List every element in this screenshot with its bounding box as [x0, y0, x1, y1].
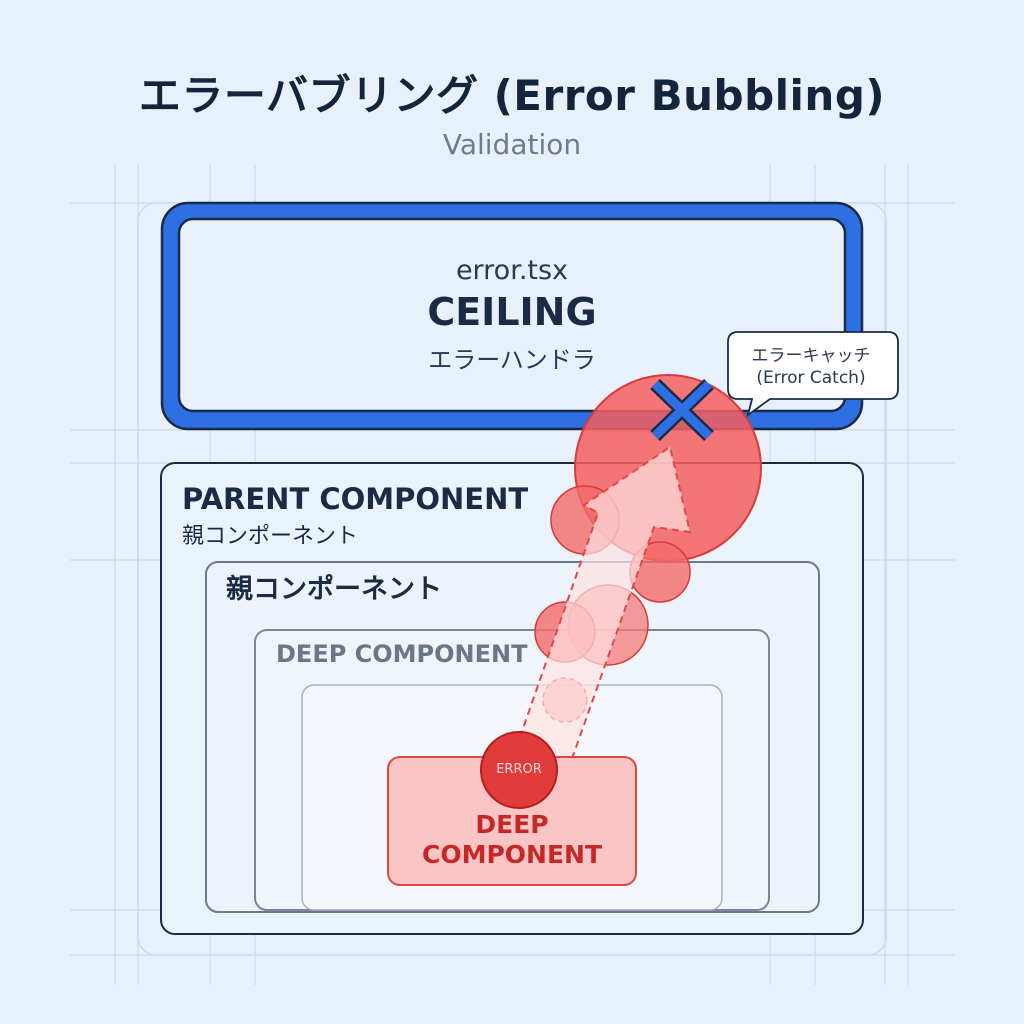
parent-component-label-ja: 親コンポーネント: [182, 524, 359, 549]
bubbling-arrow: [510, 445, 692, 772]
catch-bubble-line1: エラーキャッチ: [751, 346, 871, 366]
catch-x-icon: [650, 378, 714, 442]
diagram-subtitle: Validation: [442, 128, 582, 161]
catch-bubble-line2: (Error Catch): [756, 368, 866, 388]
error-badge-label: ERROR: [496, 762, 542, 777]
diagram-title: エラーバブリング (Error Bubbling): [138, 71, 886, 120]
ceiling-file-label: error.tsx: [455, 255, 569, 286]
ceiling-sublabel: エラーハンドラ: [428, 346, 596, 374]
error-component-label-line2: COMPONENT: [421, 840, 603, 869]
inner-component-label: 親コンポーネント: [226, 574, 442, 605]
error-component-label-line1: DEEP: [475, 810, 549, 839]
parent-component-label: PARENT COMPONENT: [182, 482, 529, 516]
ceiling-box-inner: [177, 217, 847, 413]
ceiling-label: CEILING: [427, 290, 597, 334]
catch-speech-bubble: [727, 331, 899, 418]
error-badge-circle: [480, 731, 558, 809]
deep-component-label: DEEP COMPONENT: [276, 640, 528, 668]
